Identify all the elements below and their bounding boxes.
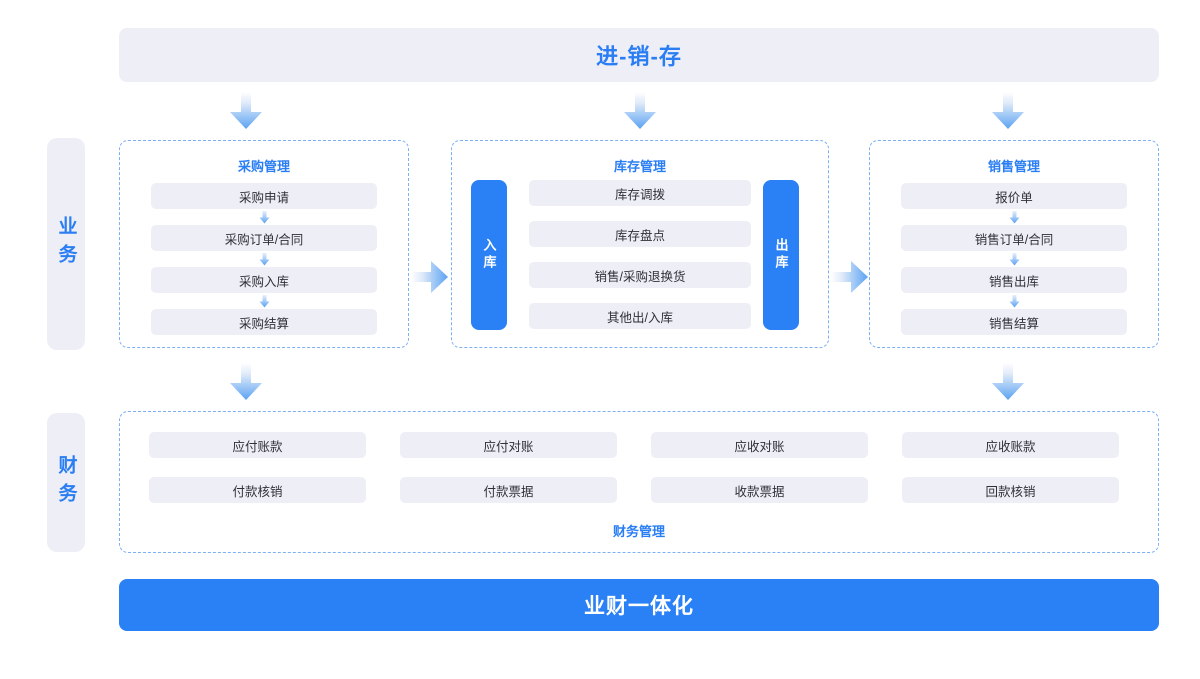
sales-item-quotation[interactable]: 报价单 [901,183,1127,209]
stock-tab-inbound-label: 入库 [481,238,497,272]
finance-item-receivable-reconciliation[interactable]: 应收对账 [651,432,868,458]
finance-item-collection-writeoff[interactable]: 回款核销 [902,477,1119,503]
purchase-flow-list: 采购申请 采购订单/合同 采购入库 采购结算 [151,183,377,335]
purchase-item-settlement[interactable]: 采购结算 [151,309,377,335]
stock-item-transfer[interactable]: 库存调拨 [529,180,751,206]
purchase-item-inbound[interactable]: 采购入库 [151,267,377,293]
group-purchase: 采购管理 [119,140,409,348]
arrow-down-to-sales [991,92,1025,135]
group-sales: 销售管理 [869,140,1159,348]
sales-flow-list: 报价单 销售订单/合同 销售出库 销售结算 [901,183,1127,335]
stock-tab-outbound-label: 出库 [773,238,789,272]
stock-tab-outbound[interactable]: 出库 [763,180,799,330]
group-sales-title: 销售管理 [987,159,1040,174]
arrow-down-to-purchase [229,92,263,135]
finance-item-receipt-voucher[interactable]: 收款票据 [651,477,868,503]
arrow-down-sales-to-finance [991,363,1025,406]
arrow-down-icon [624,92,656,129]
stock-tab-inbound[interactable]: 入库 [471,180,507,330]
rail-business-label: 业务 [55,216,77,272]
arrow-right-icon [411,261,448,293]
mini-arrow-down-icon [1009,210,1019,223]
finance-item-payment-writeoff[interactable]: 付款核销 [149,477,366,503]
banner-title: 进-销-存 [596,44,682,69]
mini-arrow-down-icon [259,252,269,265]
finance-item-payable-reconciliation[interactable]: 应付对账 [400,432,617,458]
group-purchase-title: 采购管理 [237,159,290,174]
arrow-down-icon [230,92,262,129]
mini-arrow-down-icon [1009,294,1019,307]
sales-item-order-contract[interactable]: 销售订单/合同 [901,225,1127,251]
flow-connector [901,251,1127,267]
rail-finance: 财务 [47,413,85,552]
arrow-right-icon [831,261,868,293]
flow-connector [151,251,377,267]
purchase-item-application[interactable]: 采购申请 [151,183,377,209]
mini-arrow-down-icon [1009,252,1019,265]
finance-item-accounts-payable[interactable]: 应付账款 [149,432,366,458]
mini-arrow-down-icon [259,210,269,223]
group-finance: 财务管理 [119,411,1159,553]
group-stock-title: 库存管理 [613,159,666,174]
arrow-right-purchase-to-stock [411,260,449,299]
finance-item-payment-voucher[interactable]: 付款票据 [400,477,617,503]
arrow-down-icon [230,363,262,400]
sales-item-settlement[interactable]: 销售结算 [901,309,1127,335]
arrow-down-to-stock [623,92,657,135]
group-stock: 库存管理 [451,140,829,348]
flow-connector [151,293,377,309]
flow-connector [151,209,377,225]
stock-item-other-in-out[interactable]: 其他出/入库 [529,303,751,329]
arrow-right-stock-to-sales [831,260,869,299]
arrow-down-icon [992,363,1024,400]
purchase-item-order-contract[interactable]: 采购订单/合同 [151,225,377,251]
arrow-down-purchase-to-finance [229,363,263,406]
arrow-down-icon [992,92,1024,129]
flow-connector [901,209,1127,225]
stock-item-stocktaking[interactable]: 库存盘点 [529,221,751,247]
stock-item-list: 库存调拨 库存盘点 销售/采购退换货 其他出/入库 [529,180,751,329]
rail-business: 业务 [47,138,85,350]
mini-arrow-down-icon [259,294,269,307]
sales-item-outbound[interactable]: 销售出库 [901,267,1127,293]
flow-connector [901,293,1127,309]
finance-item-accounts-receivable[interactable]: 应收账款 [902,432,1119,458]
top-banner: 进-销-存 [119,28,1159,82]
footer-title: 业财一体化 [584,595,694,618]
stock-item-returns-exchanges[interactable]: 销售/采购退换货 [529,262,751,288]
group-finance-title: 财务管理 [612,524,665,539]
bottom-banner: 业财一体化 [119,579,1159,631]
finance-item-grid: 应付账款 应付对账 应收对账 应收账款 付款核销 付款票据 收款票据 回款核销 [149,432,1119,503]
rail-finance-label: 财务 [55,454,77,511]
